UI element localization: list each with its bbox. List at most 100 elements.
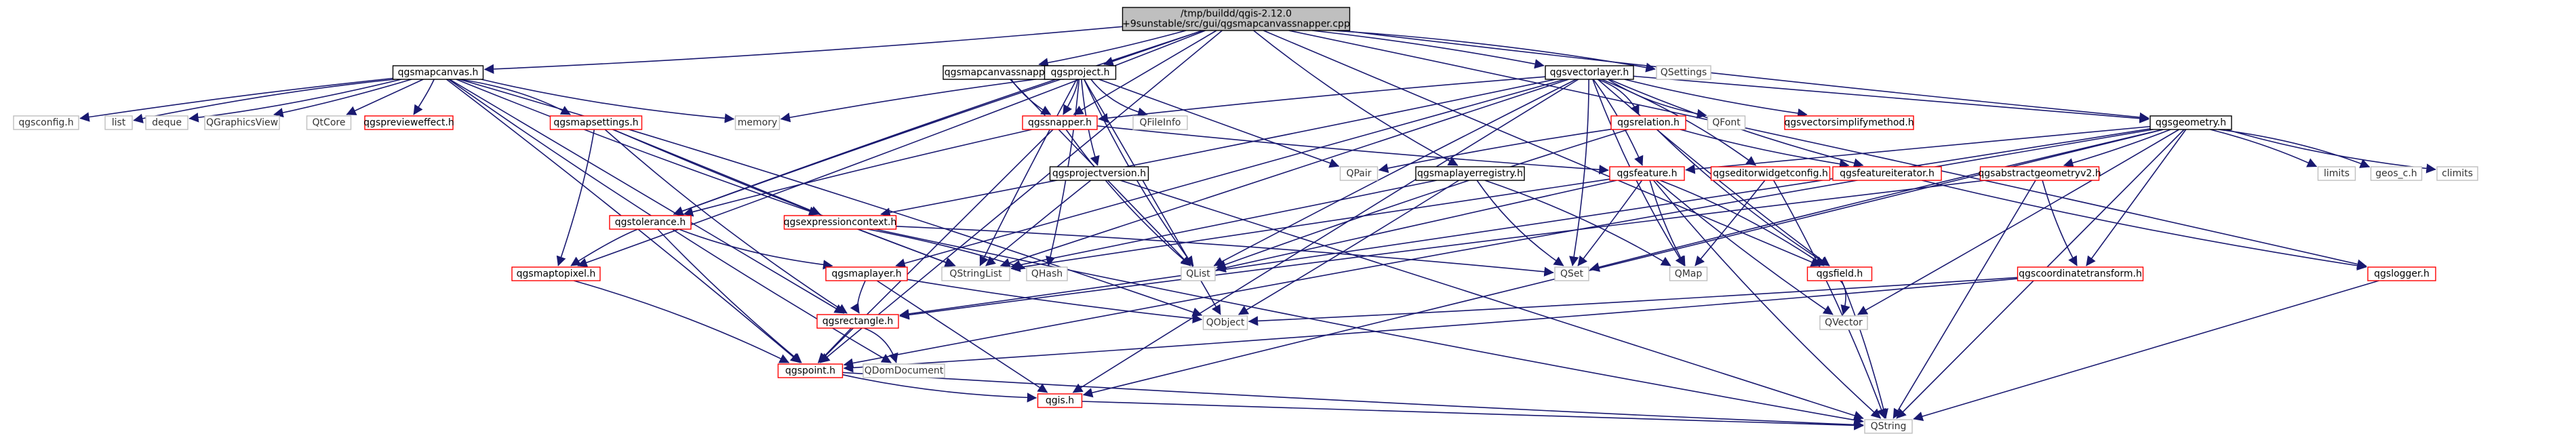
node-QtCore: QtCore — [306, 115, 352, 130]
node-QStringList: QStringList — [941, 266, 1010, 281]
edge-qgsgeometry.h-to-QSet — [1589, 129, 2164, 273]
edge-qgsgeometry.h-to-limits — [2210, 129, 2318, 167]
node-box — [1049, 166, 1149, 181]
edge-qgsmaptopixel.h-to-qgspoint.h — [574, 280, 790, 363]
node-root[interactable]: /tmp/buildd/qgis-2.12.0+9sunstable/src/g… — [1122, 7, 1351, 31]
edge-qgsgeometry.h-to-qgscoordinatetransform.h — [2086, 129, 2187, 266]
edge-qgsmapsettings.h-to-QStringList — [612, 129, 956, 268]
node-label: +9sunstable/src/gui/qgsmapcanvassnapper.… — [1122, 19, 1350, 30]
node-box — [1202, 315, 1248, 330]
node-box — [1044, 65, 1117, 80]
edge-qgsprojectversion.h-to-QStringList — [985, 180, 1092, 266]
edge-qgsvectorlayer.h-to-QStringList — [999, 79, 1569, 268]
node-label: qgslogger.h — [2374, 268, 2430, 279]
node-label: QFileInfo — [1140, 117, 1181, 128]
edge-root-to-qgspoint.h — [819, 30, 1223, 363]
node-qgsprojectversion-h[interactable]: qgsprojectversion.h — [1049, 166, 1149, 181]
node-box — [1610, 115, 1686, 130]
edge-qgsmaplayer.h-to-QObject — [907, 279, 1203, 324]
node-box — [609, 215, 692, 230]
edge-qgsexpressioncontext.h-to-QString — [875, 228, 1864, 425]
node-qgsmaplayerregistry-h[interactable]: qgsmaplayerregistry.h — [1415, 166, 1525, 181]
node-label: deque — [152, 117, 182, 128]
edge-qgseditorwidgetconfig.h-to-QString — [1772, 180, 1886, 419]
node-label: qgsmapsettings.h — [553, 117, 638, 128]
node-label: qgsvectorsimplifymethod.h — [1784, 117, 1914, 128]
edge-qgsmapcanvas.h-to-deque — [189, 79, 402, 123]
node-qgsgeometry-h[interactable]: qgsgeometry.h — [2149, 115, 2232, 130]
node-qgsmaplayer-h: qgsmaplayer.h — [825, 266, 908, 281]
edge-layer — [79, 26, 2436, 431]
node-QVector: QVector — [1819, 315, 1868, 330]
node-QObject: QObject — [1202, 315, 1248, 330]
node-box — [2149, 115, 2232, 130]
node-box — [1710, 166, 1831, 181]
node-box — [777, 363, 844, 378]
node-qgsmapcanvas-h[interactable]: qgsmapcanvas.h — [392, 65, 484, 80]
node-QFileInfo: QFileInfo — [1132, 115, 1188, 130]
node-climits: climits — [2436, 166, 2478, 181]
edge-qgis.h-to-QString — [1082, 401, 1864, 431]
node-label: qgis.h — [1046, 395, 1074, 406]
node-label: qgstolerance.h — [615, 217, 686, 228]
node-limits: limits — [2317, 166, 2356, 181]
edge-qgsmapcanvas.h-to-list — [133, 79, 395, 123]
node-qgsvectorsimplifymethod-h: qgsvectorsimplifymethod.h — [1784, 115, 1914, 130]
edge-root-to-qgslogger.h — [1288, 30, 2367, 269]
edge-qgsmaplayerregistry.h-to-QMap — [1484, 180, 1671, 266]
node-label: /tmp/buildd/qgis-2.12.0 — [1181, 9, 1292, 20]
node-label: qgssnapper.h — [1028, 117, 1092, 128]
node-label: QVector — [1825, 317, 1863, 328]
edge-qgsrelation.h-to-qgsfeatureiterator.h — [1680, 129, 1850, 169]
node-qgsproject-h[interactable]: qgsproject.h — [1044, 65, 1117, 80]
node-qgstolerance-h: qgstolerance.h — [609, 215, 692, 230]
node-QGraphicsView: QGraphicsView — [204, 115, 280, 130]
edge-qgsexpressioncontext.h-to-QHash — [867, 228, 1026, 271]
edge-qgsproject.h-to-qgssnapper.h — [1063, 79, 1078, 115]
edge-qgsgeometry.h-to-climits — [2226, 129, 2436, 174]
node-label: limits — [2324, 168, 2350, 179]
node-list: list — [104, 115, 133, 130]
edge-qgsmaplayerregistry.h-to-QStringList — [1010, 180, 1437, 270]
node-label: QStringList — [949, 268, 1002, 279]
node-box — [941, 266, 1010, 281]
edge-qgsfield.h-to-QString — [1841, 280, 1888, 419]
node-box — [2017, 266, 2144, 281]
edge-qgsvectorlayer.h-to-qgsvectorsimplifymethod.h — [1624, 79, 1808, 119]
node-box — [1132, 115, 1188, 130]
node-label: QHash — [1031, 268, 1063, 279]
node-label: qgsexpressioncontext.h — [784, 217, 897, 228]
node-box — [2367, 266, 2436, 281]
edge-qgsmaplayer.h-to-qgis.h — [876, 280, 1048, 393]
node-QPair: QPair — [1339, 166, 1379, 181]
node-qgsmapcanvassnapper-h[interactable]: qgsmapcanvassnapper.h — [943, 65, 1065, 80]
edge-qgsmapsettings.h-to-qgsexpressioncontext.h — [612, 129, 821, 216]
edge-qgsmapcanvas.h-to-qgsconfig.h — [79, 77, 393, 122]
node-qgsmapsettings-h: qgsmapsettings.h — [549, 115, 643, 130]
edge-qgscoordinatetransform.h-to-QObject — [1248, 277, 2018, 326]
node-qgsrectangle-h: qgsrectangle.h — [816, 314, 899, 329]
node-label: QSettings — [1661, 67, 1707, 78]
edge-root-to-qgsmapcanvassnapper.h — [1038, 30, 1187, 68]
node-box — [1545, 65, 1634, 80]
node-QSet: QSet — [1554, 266, 1589, 281]
node-box — [2436, 166, 2478, 181]
node-label: QList — [1186, 268, 1210, 279]
node-qgsexpressioncontext-h: qgsexpressioncontext.h — [784, 215, 897, 230]
edge-qgsrelation.h-to-qgsfield.h — [1657, 129, 1830, 266]
node-label: qgspreviewеffect.h — [363, 117, 454, 128]
node-label: QString — [1871, 421, 1907, 432]
edge-qgsgeometry.h-to-geos_c.h — [2218, 129, 2371, 168]
node-box — [1784, 115, 1914, 130]
node-qgsvectorlayer-h[interactable]: qgsvectorlayer.h — [1545, 65, 1634, 80]
node-label: qgsmapcanvas.h — [398, 67, 479, 78]
edge-qgstolerance.h-to-qgsmaptopixel.h — [570, 228, 639, 266]
node-label: QMap — [1675, 268, 1703, 279]
edge-qgsgeometry.h-to-qgsrectangle.h — [899, 128, 2151, 319]
node-QString: QString — [1864, 419, 1913, 434]
edge-qgsabstractgeometryv2.h-to-qgsrectangle.h — [899, 180, 1986, 320]
node-label: QGraphicsView — [206, 117, 278, 128]
edge-qgsvectorlayer.h-to-QList — [1213, 79, 1577, 266]
node-label: qgsproject.h — [1051, 67, 1110, 78]
